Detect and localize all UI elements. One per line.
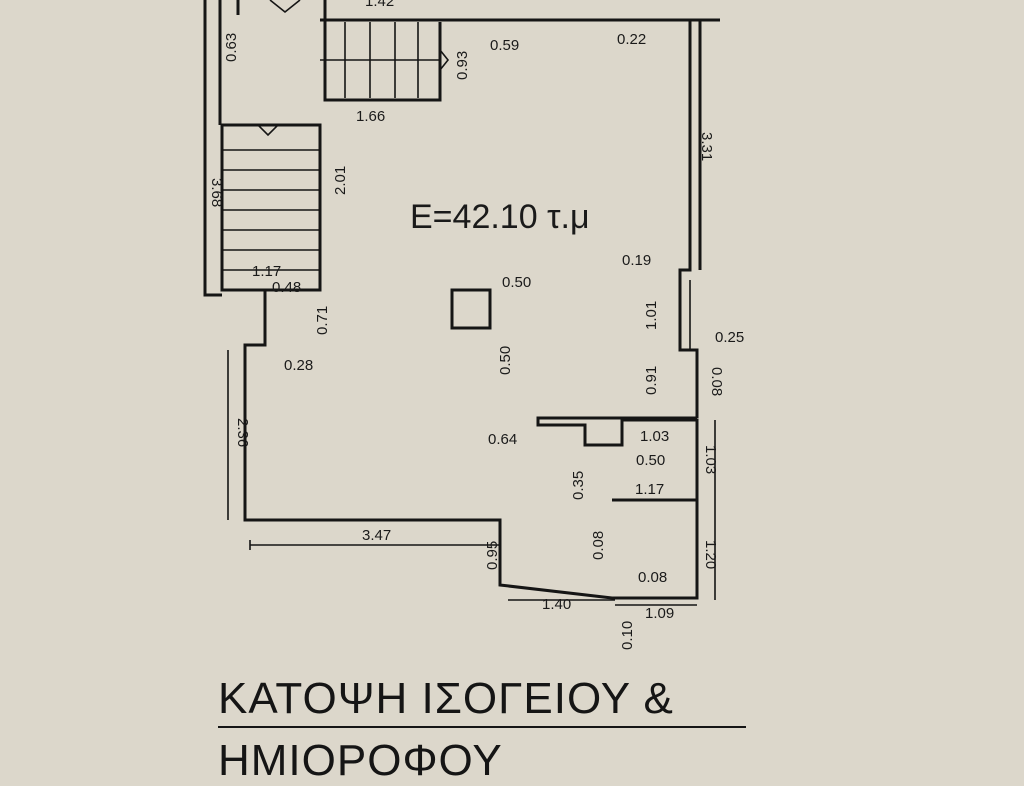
dimension-label: 0.64 [488,431,517,448]
title-underline [218,726,746,728]
dimension-label: 0.08 [708,367,725,396]
dimension-label: 0.35 [570,471,587,500]
dimension-label: 1.03 [640,428,669,445]
dimension-label: 0.91 [643,366,660,395]
dimension-label: 1.20 [702,540,719,569]
dimension-label: 0.48 [272,279,301,296]
dimension-label: 0.28 [284,357,313,374]
dimension-label: 0.08 [590,531,607,560]
dimension-label: 0.50 [502,274,531,291]
dimension-label: 1.09 [645,605,674,622]
plan-title-line-1: ΚΑΤΟΨΗ ΙΣΟΓΕΙΟΥ & [218,674,674,723]
floor-plan: E=42.10 τ.μ 0.63 1.42 0.59 0.93 0.22 1.6… [203,0,744,650]
dimension-label: 1.03 [702,445,719,474]
dimension-label: 3.47 [362,527,391,544]
plan-title-line-2: ΗΜΙΟΡΟΦΟΥ [218,736,503,785]
walls [203,0,720,606]
dimension-label: 0.10 [619,621,636,650]
dimension-label: 0.93 [454,51,471,80]
dimension-label: 0.59 [490,37,519,54]
dimension-label: 0.50 [636,452,665,469]
dimension-label: 0.63 [223,33,240,62]
dimension-label: 0.22 [617,31,646,48]
dimension-label: 0.50 [497,346,514,375]
dimension-label: 0.25 [715,329,744,346]
dimension-label: 2.01 [332,166,349,195]
dimension-label: 3.31 [698,132,715,161]
dimension-label: 1.66 [356,108,385,125]
dimension-label: 1.40 [542,596,571,613]
dimension-label: 0.71 [314,306,331,335]
dimension-label: 1.17 [635,481,664,498]
dimension-labels: 0.63 1.42 0.59 0.93 0.22 1.66 3.68 2.01 … [208,0,744,650]
dimension-label: 2.36 [234,418,251,447]
dimension-label: 0.19 [622,252,651,269]
dimension-label: 0.95 [484,541,501,570]
dimension-label: 1.01 [643,301,660,330]
dimension-label: 1.42 [365,0,394,10]
dimension-label: 3.68 [208,178,225,207]
dimension-label: 1.17 [252,263,281,280]
area-label: E=42.10 τ.μ [410,198,590,236]
dimension-label: 0.08 [638,569,667,586]
